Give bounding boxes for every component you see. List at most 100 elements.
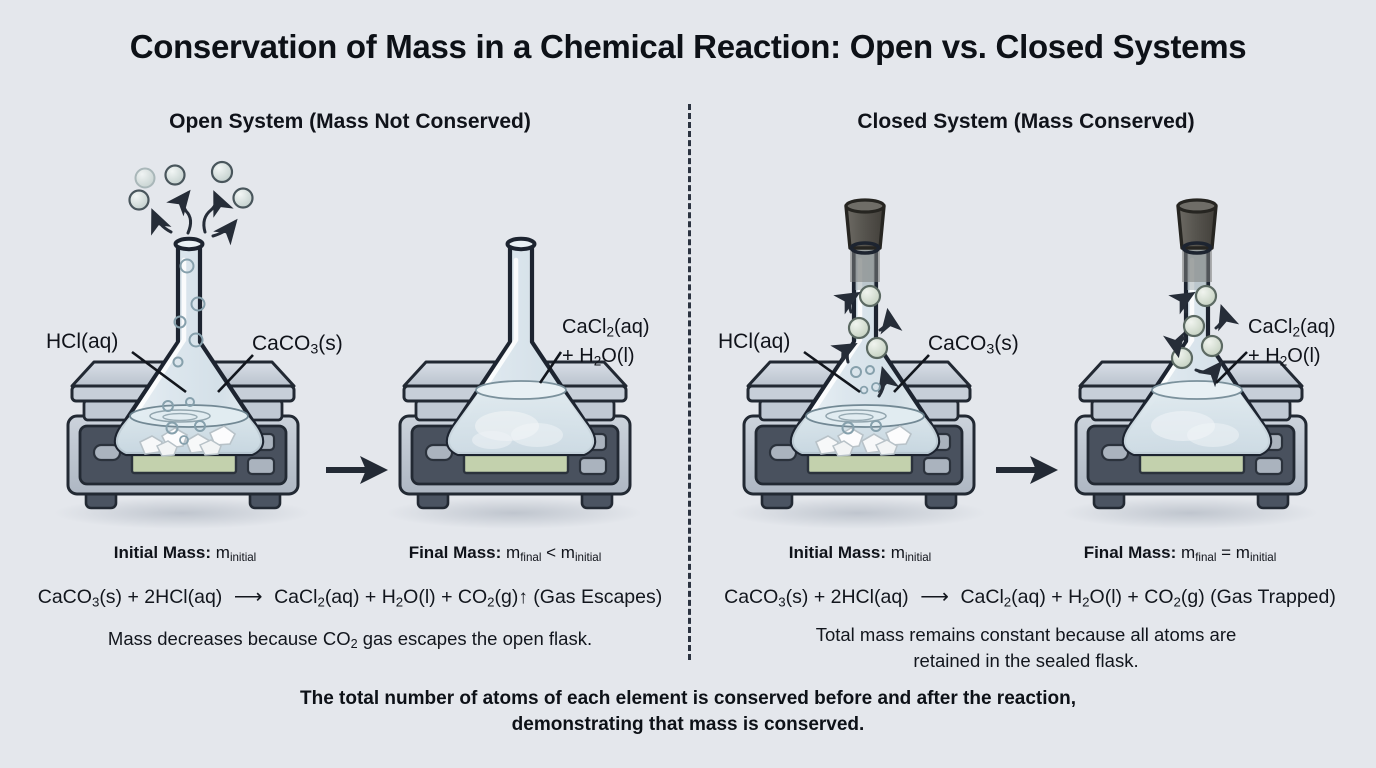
transition-arrow-closed: [996, 456, 1058, 484]
escaping-gas-group: [128, 160, 254, 246]
eq-product-co2-tail: (g): [494, 586, 519, 608]
eq-reactant-caco3: CaCO: [724, 586, 779, 608]
open-system-initial-apparatus: [52, 160, 312, 531]
label-products-line1: CaCl2(aq): [562, 315, 650, 344]
label-products-line2: + H2O(l): [1248, 344, 1336, 373]
eq-product-cacl2-sub: 2: [317, 594, 325, 610]
mass-subscript-initial: initial: [574, 551, 602, 564]
label-caco3-closed-initial: CaCO3(s): [928, 332, 1019, 362]
product-cacl2-tail: (aq): [1300, 316, 1336, 338]
chemical-equation-closed: CaCO3(s) + 2HCl(aq) ⟶ CaCl2(aq) + H2O(l)…: [700, 584, 1360, 609]
product-water-tail: O(l): [601, 345, 635, 368]
mass-symbol-final: m: [506, 543, 521, 562]
product-water: + H: [1248, 345, 1280, 368]
product-cacl2: CaCl: [1248, 316, 1293, 338]
eq-product-cacl2: CaCl: [274, 586, 318, 608]
eq-product-co2-tail: (g): [1180, 586, 1205, 608]
eq-product-co2: O(l) + CO: [403, 586, 488, 608]
eq-reactant-caco3: CaCO: [37, 586, 92, 608]
mass-subscript: initial: [904, 551, 932, 564]
eq-annotation-closed: (Gas Trapped): [1210, 586, 1336, 608]
label-products-line1: CaCl2(aq): [1248, 315, 1336, 344]
mass-label-prefix: Final Mass:: [1083, 543, 1177, 562]
label-hcl-closed-initial: HCl(aq): [718, 330, 791, 353]
eq-yields-arrow: ⟶: [920, 586, 949, 608]
mass-subscript-initial: initial: [1249, 551, 1277, 564]
footer-line1: The total number of atoms of each elemen…: [299, 688, 1076, 709]
mass-subscript-final: final: [1195, 551, 1217, 564]
mass-label-closed-initial: Initial Mass: minitial: [715, 543, 1005, 564]
mass-symbol-initial: m: [560, 543, 575, 562]
eq-annotation-open: (Gas Escapes): [533, 586, 663, 608]
label-caco3-open-initial: CaCO3(s): [252, 332, 343, 362]
note-open-subscript: 2: [350, 637, 358, 652]
eq-reactant-caco3-sub: 3: [778, 594, 786, 610]
panel-title-closed-system: Closed System (Mass Conserved): [857, 110, 1195, 133]
mass-symbol-initial: m: [1235, 543, 1250, 562]
eq-product-water: (aq) + H: [324, 586, 396, 608]
callout-leaders-closed: [803, 350, 1248, 394]
footer-line2: demonstrating that mass is conserved.: [511, 714, 865, 735]
mass-symbol: m: [215, 543, 230, 562]
mass-symbol: m: [890, 543, 905, 562]
product-water-tail: O(l): [1287, 345, 1321, 368]
eq-gas-escape-arrow: ↑: [518, 587, 528, 608]
callout-leaders-open: [131, 350, 563, 394]
mass-label-open-initial: Initial Mass: minitial: [40, 543, 330, 564]
product-water-subscript: 2: [1279, 353, 1288, 369]
note-open-text-a: Mass decreases because CO: [107, 628, 351, 649]
mass-label-prefix: Final Mass:: [408, 543, 502, 562]
label-hcl-open-initial: HCl(aq): [46, 330, 119, 353]
panel-divider: [688, 104, 691, 660]
label-caco3-text: CaCO: [928, 332, 987, 355]
label-products-closed-final: CaCl2(aq) + H2O(l): [1248, 315, 1336, 374]
product-water-subscript: 2: [593, 353, 602, 369]
product-cacl2-subscript: 2: [1292, 324, 1301, 340]
product-water: + H: [562, 345, 594, 368]
chemical-equation-open: CaCO3(s) + 2HCl(aq) ⟶ CaCl2(aq) + H2O(l)…: [20, 584, 680, 609]
label-caco3-tail: (s): [994, 332, 1019, 355]
product-cacl2-subscript: 2: [606, 324, 615, 340]
label-products-line2: + H2O(l): [562, 344, 650, 373]
transition-arrow-open: [326, 456, 388, 484]
product-cacl2: CaCl: [562, 316, 607, 338]
mass-label-closed-final: Final Mass: mfinal = minitial: [1020, 543, 1340, 564]
note-closed-line2: retained in the sealed flask.: [913, 650, 1139, 671]
eq-reactant-caco3-sub: 3: [91, 594, 100, 610]
note-open-system: Mass decreases because CO2 gas escapes t…: [40, 626, 660, 657]
open-system-final-apparatus: [384, 239, 644, 531]
closed-system-final-apparatus: [1060, 198, 1320, 531]
eq-yields-arrow: ⟶: [233, 586, 263, 608]
note-open-text-b: gas escapes the open flask.: [357, 628, 593, 649]
mass-subscript-final: final: [520, 551, 542, 564]
eq-reactant-tail: (s) + 2HCl(aq): [99, 586, 223, 608]
note-closed-system: Total mass remains constant because all …: [706, 622, 1346, 674]
mass-relation-operator: =: [1221, 543, 1232, 562]
eq-product-co2: O(l) + CO: [1089, 586, 1174, 608]
label-caco3-tail: (s): [318, 332, 343, 355]
footer-caption: The total number of atoms of each elemen…: [188, 686, 1188, 738]
page-title: Conservation of Mass in a Chemical React…: [129, 28, 1247, 65]
eq-product-water-sub: 2: [1082, 594, 1090, 610]
eq-product-co2-sub: 2: [1173, 594, 1181, 610]
note-closed-line1: Total mass remains constant because all …: [815, 624, 1237, 645]
eq-product-cacl2: CaCl: [960, 586, 1004, 608]
label-products-open-final: CaCl2(aq) + H2O(l): [562, 315, 650, 374]
mass-label-prefix: Initial Mass:: [788, 543, 887, 562]
closed-system-initial-apparatus: [728, 198, 988, 531]
panel-title-open-system: Open System (Mass Not Conserved): [169, 110, 531, 133]
caco3-chunks: [138, 425, 237, 457]
eq-product-water-sub: 2: [395, 594, 404, 610]
eq-product-water: (aq) + H: [1011, 586, 1083, 608]
mass-relation-operator: <: [546, 543, 557, 562]
eq-reactant-tail: (s) + 2HCl(aq): [785, 586, 909, 608]
eq-product-cacl2-sub: 2: [1003, 594, 1012, 610]
product-cacl2-tail: (aq): [614, 316, 650, 338]
mass-symbol-final: m: [1181, 543, 1196, 562]
label-caco3-subscript: 3: [310, 341, 319, 358]
label-caco3-text: CaCO: [252, 332, 311, 355]
mass-subscript: initial: [229, 551, 257, 564]
eq-product-co2-sub: 2: [487, 594, 495, 610]
